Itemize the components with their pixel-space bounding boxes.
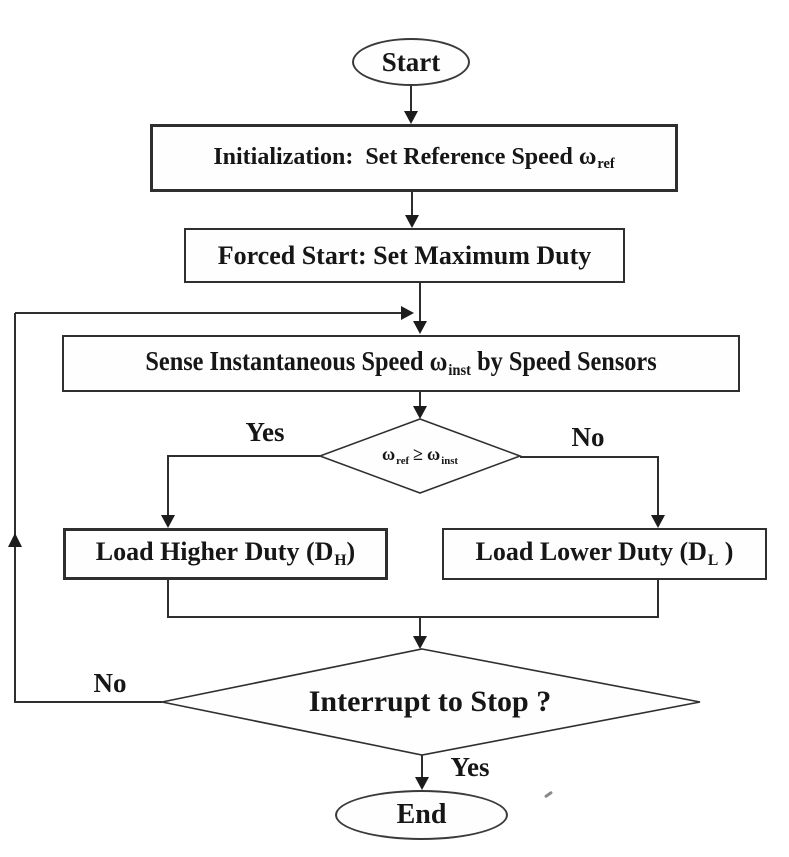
arrowhead-loopback-join xyxy=(401,306,414,320)
arrowhead-into-interrupt xyxy=(413,636,427,649)
label-yes-speed-branch: Yes xyxy=(225,415,305,449)
sense-speed-label: Sense Instantaneous Speed ωinst by Speed… xyxy=(145,348,656,378)
node-end: End xyxy=(335,790,508,840)
subscript-inst-rhs: inst xyxy=(441,454,459,467)
load-higher-suffix: ) xyxy=(346,537,356,567)
load-lower-suffix: ) xyxy=(718,537,734,567)
yes-text: Yes xyxy=(245,416,285,447)
subscript-dh: H xyxy=(334,552,347,570)
omega-ref-symbol: ω xyxy=(578,143,597,170)
no-loop-text: No xyxy=(93,667,127,698)
speed-condition: ωref≥ωinst xyxy=(382,445,458,466)
subscript-ref: ref xyxy=(597,155,615,172)
edge-merge-bar xyxy=(167,580,659,618)
speed-decision-label: ωref≥ωinst xyxy=(330,437,510,475)
load-higher-label: Load Higher Duty (DH) xyxy=(96,539,355,568)
interrupt-decision-diamond-shape xyxy=(161,648,701,756)
arrowhead-loopback-up xyxy=(8,533,22,547)
interrupt-text: Interrupt to Stop ? xyxy=(308,685,552,718)
omega-inst-symbol: ω xyxy=(429,346,448,377)
end-label: End xyxy=(396,799,447,830)
yes-end-text: Yes xyxy=(450,751,490,782)
node-start: Start xyxy=(352,38,470,86)
node-forced-start: Forced Start: Set Maximum Duty xyxy=(184,228,625,283)
forced-start-label: Forced Start: Set Maximum Duty xyxy=(217,240,592,270)
arrowhead-into-load-higher xyxy=(161,515,175,528)
initialization-label: Initialization: Set Reference Speed ωref xyxy=(213,145,614,172)
subscript-inst: inst xyxy=(448,361,471,380)
arrowhead-into-sense xyxy=(413,321,427,334)
no-text: No xyxy=(571,421,605,452)
interrupt-decision-label: Interrupt to Stop ? xyxy=(230,680,630,724)
arrowheads xyxy=(8,111,665,790)
speed-decision-diamond-shape xyxy=(317,418,523,494)
node-load-lower-duty: Load Lower Duty (DL ) xyxy=(442,528,767,580)
edge-loopback-vertical xyxy=(14,313,162,703)
label-yes-end: Yes xyxy=(430,750,510,784)
subscript-dl: L xyxy=(707,552,719,570)
sense-text-before: Sense Instantaneous Speed xyxy=(145,346,430,377)
arrowhead-into-init xyxy=(404,111,418,124)
node-sense-speed: Sense Instantaneous Speed ωinst by Speed… xyxy=(62,335,740,392)
start-label: Start xyxy=(381,46,441,77)
sense-text-after: by Speed Sensors xyxy=(470,346,657,377)
load-higher-text: Load Higher Duty (D xyxy=(95,537,334,567)
gte-operator: ≥ xyxy=(413,444,424,465)
initialization-text: Initialization: Set Reference Speed xyxy=(213,143,579,170)
edges xyxy=(14,86,659,779)
node-load-higher-duty: Load Higher Duty (DH) xyxy=(63,528,388,580)
subscript-ref-lhs: ref xyxy=(396,454,410,467)
arrowhead-into-end xyxy=(415,777,429,790)
load-lower-text: Load Lower Duty (D xyxy=(475,537,707,567)
arrowhead-into-speed-decision xyxy=(413,406,427,419)
arrowhead-into-load-lower xyxy=(651,515,665,528)
arrowhead-into-forced xyxy=(405,215,419,228)
omega-inst-rhs: ω xyxy=(427,444,441,465)
omega-ref-lhs: ω xyxy=(381,444,396,465)
edge-decision-yes-branch xyxy=(167,455,320,517)
load-lower-label: Load Lower Duty (DL ) xyxy=(476,539,734,568)
label-no-speed-branch: No xyxy=(548,420,628,454)
label-no-loopback: No xyxy=(70,666,150,700)
node-initialization: Initialization: Set Reference Speed ωref xyxy=(150,124,678,192)
edge-decision-no-branch xyxy=(520,456,659,517)
